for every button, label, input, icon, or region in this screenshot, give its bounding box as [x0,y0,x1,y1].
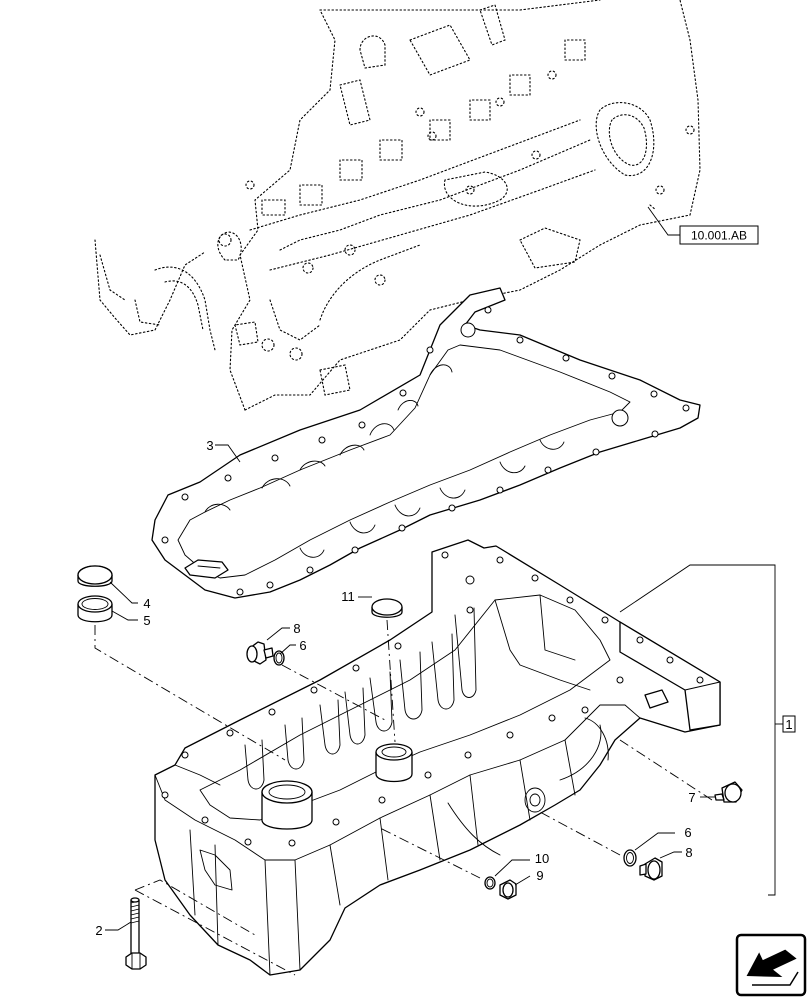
callout-8-right: 8 [685,845,692,860]
drain-plug-bottom [499,879,517,900]
o-ring-top [273,650,285,666]
reference-box[interactable] [679,225,759,245]
callout-2: 2 [95,923,102,938]
o-ring-bottom [484,876,496,890]
callout-7: 7 [688,790,695,805]
callout-1: 1 [785,717,792,732]
callout-10: 10 [535,851,549,866]
bolt [125,897,147,970]
leader-lines [105,444,715,931]
callout-5: 5 [143,613,150,628]
o-ring-right [623,849,637,867]
callout-6-top: 6 [299,638,306,653]
assembly-axes [94,619,713,976]
callout-4: 4 [143,596,150,611]
callout-3: 3 [206,438,213,453]
engine-block-outline [94,0,701,411]
oil-pan-gasket [151,287,701,599]
callout-11: 11 [341,589,355,604]
callout-8-top: 8 [293,621,300,636]
drain-plug-top [246,641,274,665]
plug-cap [77,565,113,587]
arrow-icon[interactable] [735,933,807,997]
drain-plug-right [639,857,663,881]
callout-9: 9 [536,868,543,883]
plug-cap-small [371,598,403,618]
oil-pan [154,539,721,976]
callout-6-right: 6 [684,825,691,840]
reference-label[interactable]: 10.001.AB [691,229,747,243]
assembly-bracket [619,564,796,896]
drain-plug-7 [714,781,743,803]
reference-leader [647,206,680,236]
sleeve [77,595,113,623]
